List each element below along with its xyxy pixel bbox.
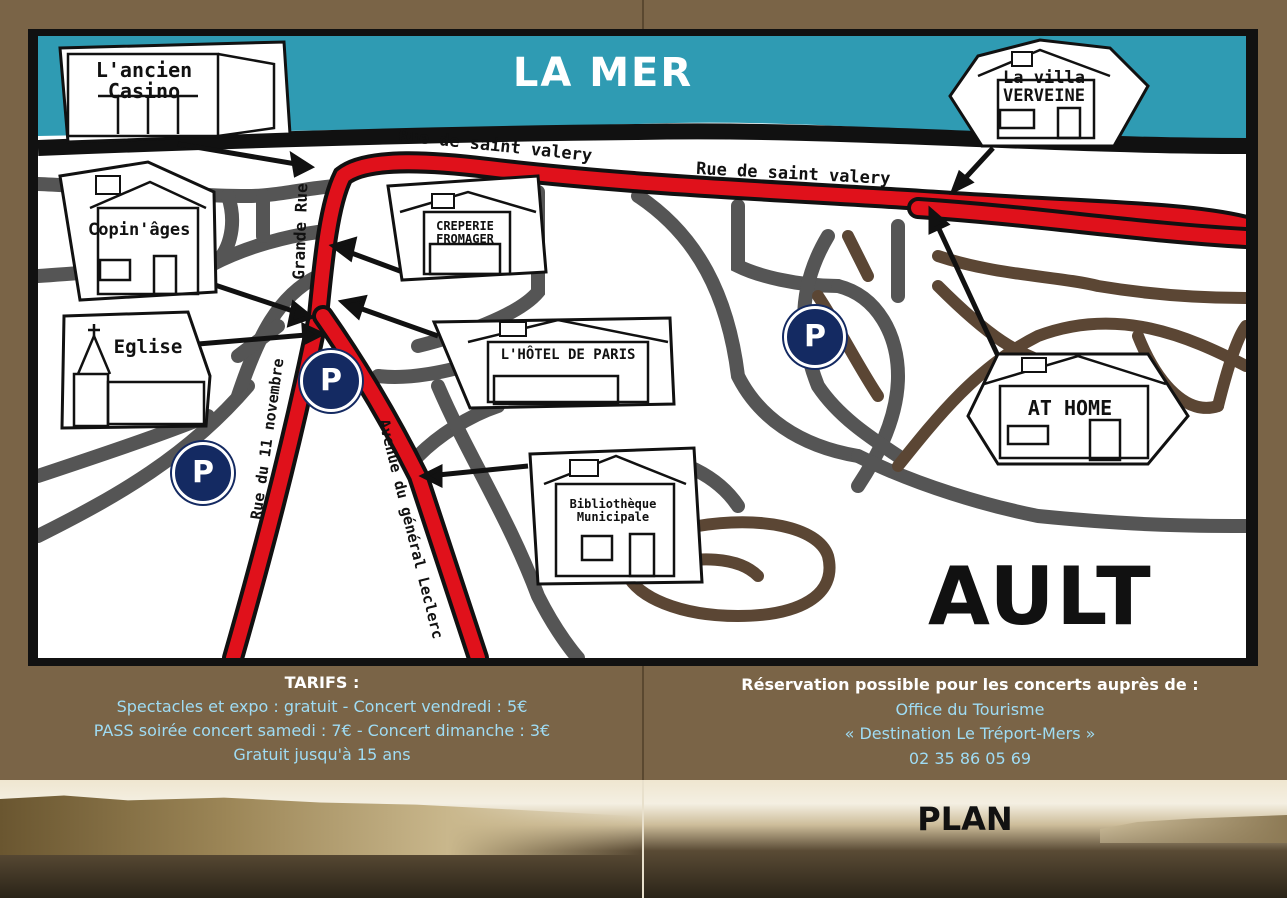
tarif-line: PASS soirée concert samedi : 7€ - Concer… (93, 721, 551, 740)
tarif-line: Gratuit jusqu'à 15 ans (233, 745, 411, 764)
tarif-line: Spectacles et expo : gratuit - Concert v… (116, 697, 528, 716)
reservation-office: Office du Tourisme (895, 699, 1045, 719)
building-label-creperie[interactable]: CREPERIE FROMAGER (436, 219, 494, 246)
building-label-at-home[interactable]: AT HOME (1027, 396, 1113, 420)
hotel-frame (431, 316, 676, 410)
reservation-destination: « Destination Le Tréport-Mers » (844, 724, 1096, 743)
building-label-copinages[interactable]: Copin'âges (88, 220, 191, 240)
map-roads (38, 36, 1246, 658)
building-label-hotel-paris[interactable]: L'HÔTEL DE PARIS (500, 347, 636, 363)
sea (38, 36, 1246, 141)
reservation-heading: Réservation possible pour les concerts a… (741, 675, 1199, 694)
tarifs-block: TARIFS : Spectacles et expo : gratuit - … (30, 671, 614, 767)
creperie-frame (386, 174, 548, 282)
athome-frame (966, 352, 1190, 466)
parking-marker-west[interactable]: P (172, 442, 234, 504)
tarifs-heading: TARIFS : (284, 673, 360, 692)
town-name: AULT (928, 550, 1153, 643)
chimneys (95, 51, 1047, 477)
biblio-frame (528, 446, 704, 586)
grey-roads (38, 177, 1246, 658)
building-label-eglise[interactable]: Eglise (113, 336, 183, 358)
building-label-casino[interactable]: L'ancien Casino (95, 58, 193, 103)
eglise-frame (60, 310, 212, 430)
town-map[interactable]: LA MER Rue de saint valery Rue de saint … (38, 36, 1246, 658)
reservation-phone[interactable]: 02 35 86 05 69 (908, 748, 1032, 768)
footer-fold (642, 780, 644, 898)
reservation-block: Réservation possible pour les concerts a… (660, 673, 1280, 771)
parking-marker-east[interactable]: P (784, 306, 846, 368)
building-label-bibliotheque[interactable]: Bibliothèque Municipale (569, 497, 657, 524)
house-drawings (66, 48, 1167, 578)
street-grande-rue: Grande Rue (288, 183, 312, 280)
parking-marker-center[interactable]: P (300, 350, 362, 412)
sea-label: LA MER (512, 50, 694, 96)
buildings-outlines (58, 38, 1190, 586)
arrows (177, 141, 1001, 489)
building-label-villa-verveine[interactable]: La villa VERVEINE (1003, 68, 1085, 106)
plan-label: PLAN (917, 800, 1013, 838)
